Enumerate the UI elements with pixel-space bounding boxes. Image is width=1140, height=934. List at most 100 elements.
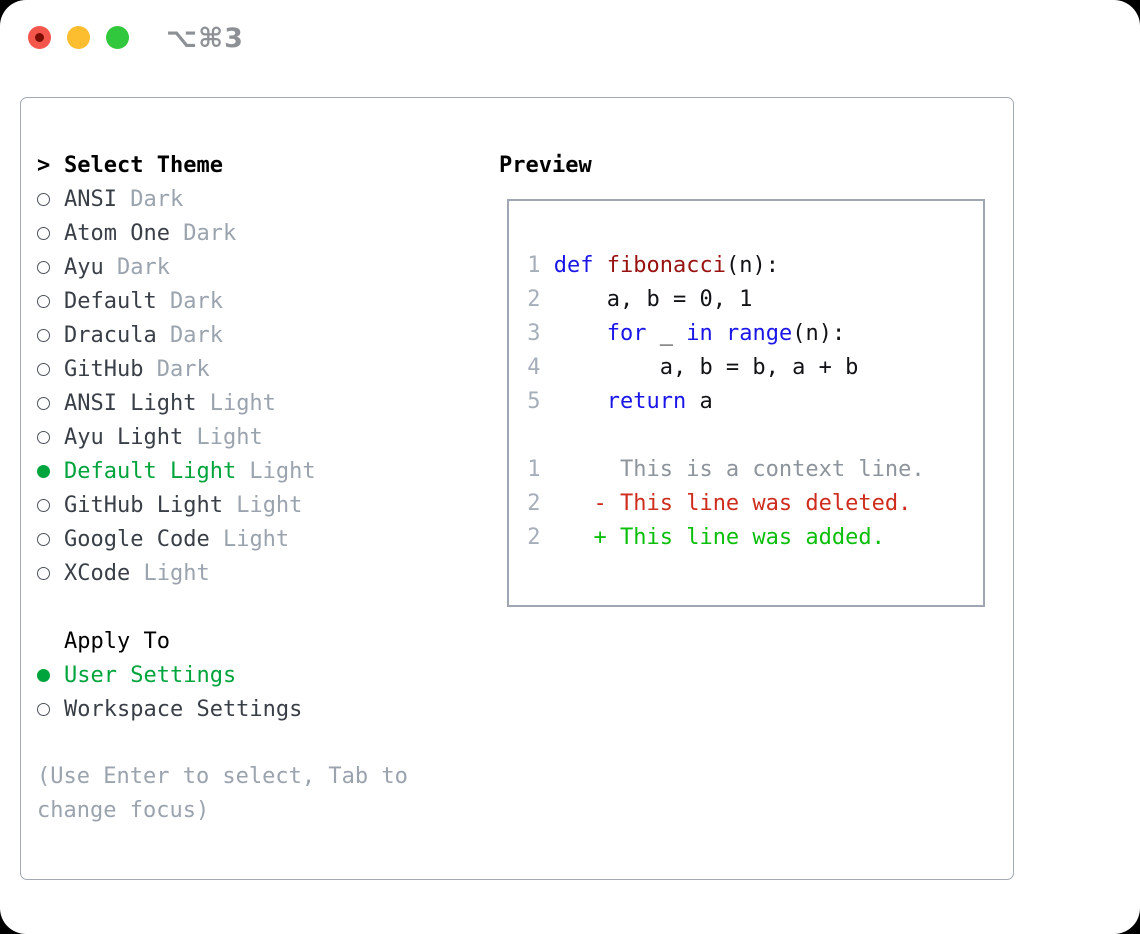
theme-option-default-light[interactable]: Default Light Light <box>37 454 437 488</box>
spacer <box>37 590 437 624</box>
option-label: GitHub <box>64 356 144 382</box>
close-button[interactable] <box>28 26 51 49</box>
radio-unselected-icon <box>37 260 50 274</box>
line-number <box>514 423 554 448</box>
radio-unselected-icon <box>37 192 50 206</box>
line-number: 4 <box>514 355 554 380</box>
theme-option-github-light[interactable]: GitHub Light Light <box>37 488 437 522</box>
code-token-kw: return <box>606 389 687 414</box>
preview-line: 2 + This line was added. <box>514 521 983 555</box>
preview-line: 3 for _ in range(n): <box>514 317 983 351</box>
radio-selected-icon <box>37 668 50 682</box>
theme-option-ayu-light[interactable]: Ayu Light Light <box>37 420 437 454</box>
code-token-add: + This line was added. <box>553 525 885 550</box>
theme-variant-tag: Dark <box>143 356 210 382</box>
hint-text: (Use Enter to select, Tab to change focu… <box>37 764 408 823</box>
focus-arrow-icon: > <box>37 152 51 178</box>
option-label: ANSI <box>64 186 117 212</box>
preview-line: 1 This is a context line. <box>514 453 983 487</box>
radio-selected-icon <box>37 464 50 478</box>
radio-unselected-icon <box>37 226 50 240</box>
option-label: Google Code <box>64 526 210 552</box>
theme-option-ansi[interactable]: ANSI Dark <box>37 182 437 216</box>
option-label: XCode <box>64 560 131 586</box>
line-number: 2 <box>514 287 554 312</box>
theme-option-ansi-light[interactable]: ANSI Light Light <box>37 386 437 420</box>
theme-variant-tag: Light <box>196 390 276 416</box>
theme-variant-tag: Dark <box>169 220 237 246</box>
code-token-del: - This line was deleted. <box>553 491 912 516</box>
close-dot-icon <box>35 33 44 42</box>
theme-variant-tag: Light <box>130 560 210 586</box>
preview-line: 2 a, b = 0, 1 <box>514 283 983 317</box>
option-label: Default <box>64 288 157 314</box>
radio-unselected-icon <box>37 328 50 342</box>
code-token-code: _ <box>646 321 687 346</box>
apply-to-title: Apply To <box>64 628 170 654</box>
zoom-button[interactable] <box>106 26 129 49</box>
code-token-fn: fibonacci <box>606 253 726 278</box>
code-token-kw: def <box>553 253 594 278</box>
select-theme-title: Select Theme <box>64 152 223 178</box>
code-token-code: (n): <box>792 321 846 346</box>
option-label: ANSI Light <box>64 390 197 416</box>
apply-option-workspace-settings[interactable]: Workspace Settings <box>37 692 437 726</box>
theme-option-ayu[interactable]: Ayu Dark <box>37 250 437 284</box>
theme-option-default[interactable]: Default Dark <box>37 284 437 318</box>
theme-variant-tag: Light <box>236 458 316 484</box>
code-token-code <box>554 389 607 414</box>
spacer <box>37 726 437 760</box>
theme-variant-tag: Light <box>183 424 263 450</box>
preview-box: 1 def fibonacci(n): 2 a, b = 0, 1 3 for … <box>507 199 985 607</box>
radio-unselected-icon <box>37 498 50 512</box>
code-token-code: a <box>686 389 713 414</box>
radio-unselected-icon <box>37 294 50 308</box>
line-number: 1 <box>514 457 554 482</box>
theme-option-dracula[interactable]: Dracula Dark <box>37 318 437 352</box>
code-token-code <box>713 321 726 346</box>
option-label: GitHub Light <box>64 492 223 518</box>
line-number: 3 <box>514 321 554 346</box>
radio-unselected-icon <box>37 430 50 444</box>
window-shortcut-label: ⌥⌘3 <box>166 23 244 54</box>
option-label: Ayu Light <box>64 424 184 450</box>
preview-line: 2 - This line was deleted. <box>514 487 983 521</box>
preview-line: 4 a, b = b, a + b <box>514 351 983 385</box>
preview-line: 1 def fibonacci(n): <box>514 249 983 283</box>
radio-unselected-icon <box>37 362 50 376</box>
select-theme-header: > Select Theme <box>37 148 437 182</box>
code-token-kw: in <box>686 321 713 346</box>
apply-to-header: Apply To <box>37 624 437 658</box>
code-token-kw: range <box>725 321 793 346</box>
line-number: 2 <box>514 525 554 550</box>
apply-option-user-settings[interactable]: User Settings <box>37 658 437 692</box>
theme-option-google-code[interactable]: Google Code Light <box>37 522 437 556</box>
option-label: Atom One <box>64 220 170 246</box>
line-number: 2 <box>514 491 554 516</box>
code-token-code <box>594 253 607 278</box>
line-number: 5 <box>514 389 554 414</box>
line-number: 1 <box>514 253 554 278</box>
radio-unselected-icon <box>37 396 50 410</box>
preview-header: Preview <box>499 152 592 178</box>
option-label: Default Light <box>64 458 237 484</box>
theme-variant-tag: Dark <box>156 322 223 348</box>
theme-variant-tag: Dark <box>103 254 170 280</box>
title-bar: ⌥⌘3 <box>0 0 1140 76</box>
preview-line: 5 return a <box>514 385 983 419</box>
radio-unselected-icon <box>37 566 50 580</box>
radio-unselected-icon <box>37 702 50 716</box>
code-token-code: (n): <box>725 253 779 278</box>
theme-option-atom-one[interactable]: Atom One Dark <box>37 216 437 250</box>
theme-option-github[interactable]: GitHub Dark <box>37 352 437 386</box>
theme-option-xcode[interactable]: XCode Light <box>37 556 437 590</box>
code-token-code <box>554 321 607 346</box>
minimize-button[interactable] <box>67 26 90 49</box>
theme-variant-tag: Dark <box>116 186 184 212</box>
code-token-code: a, b = 0, 1 <box>553 287 753 312</box>
